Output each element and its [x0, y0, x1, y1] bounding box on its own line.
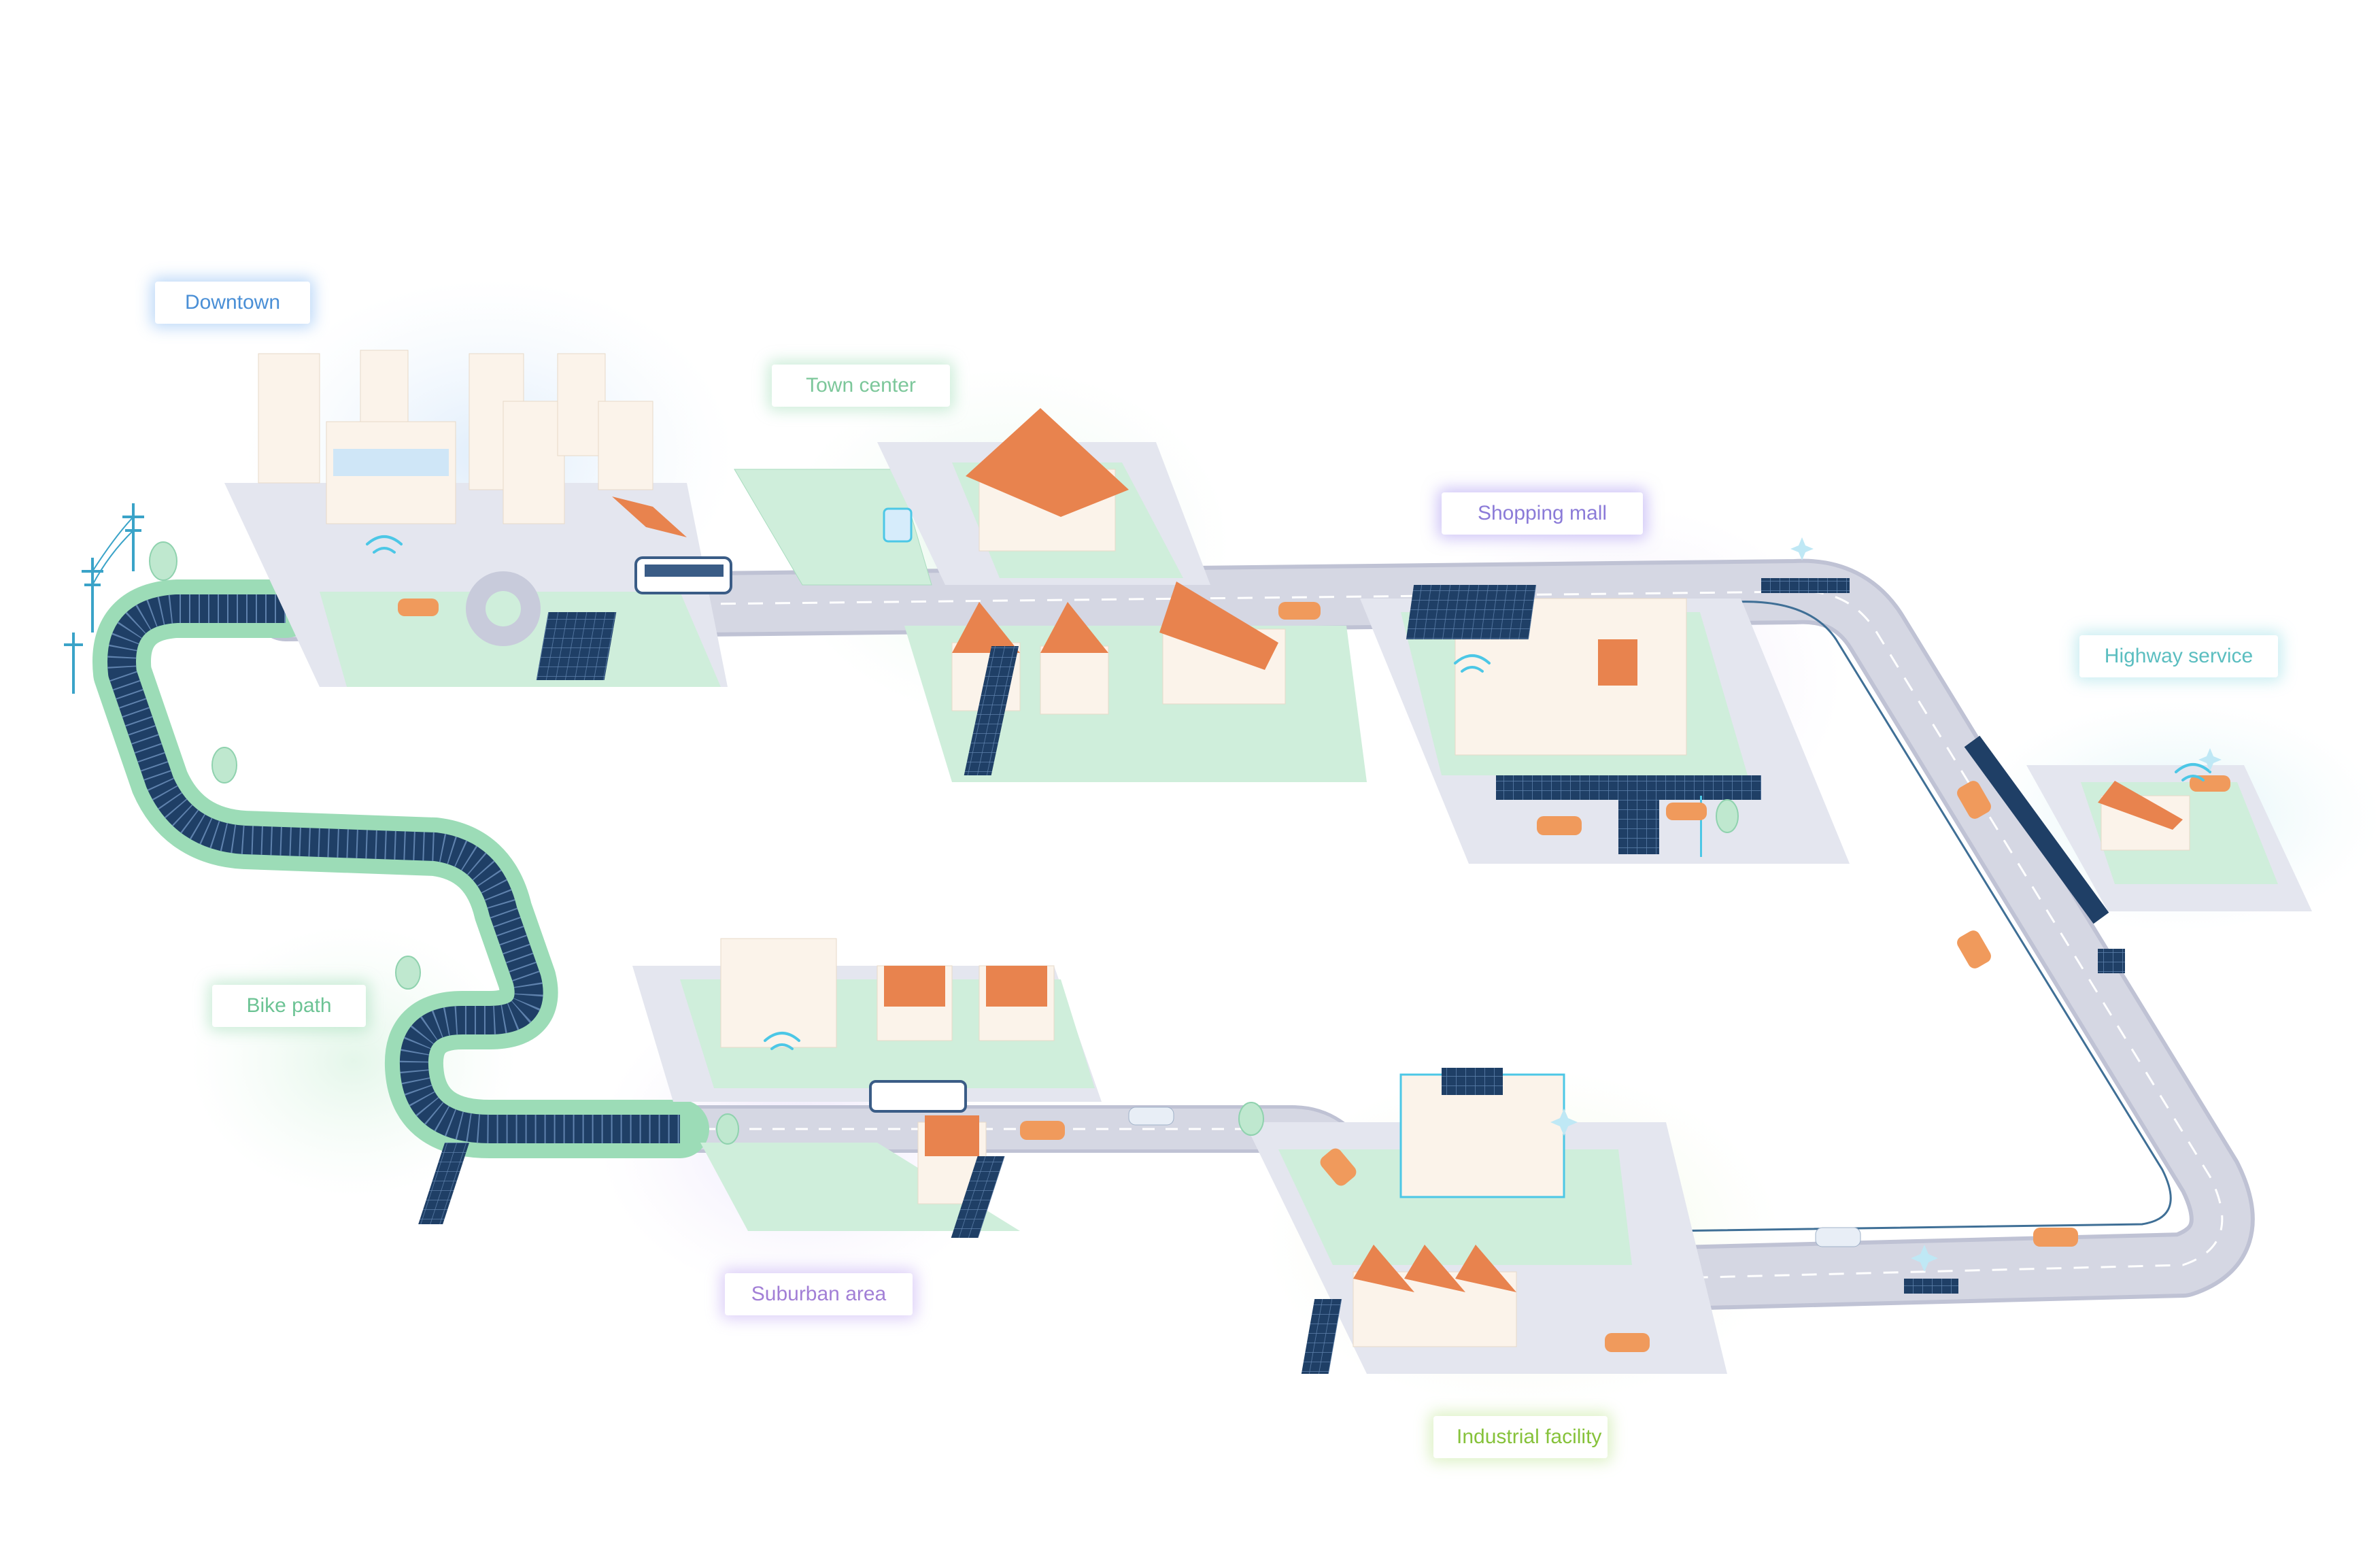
downtown-block	[224, 350, 732, 687]
bike-path	[92, 579, 709, 1158]
power-pylon-icon	[64, 503, 144, 694]
house-icon	[2098, 781, 2190, 851]
label-industrial-facility: Industrial facility	[1433, 1416, 1608, 1458]
label-bike-path: Bike path	[212, 985, 366, 1027]
house-icon	[1353, 1245, 1517, 1347]
building-icon	[1406, 585, 1687, 756]
building-icon	[720, 938, 1055, 1048]
house-icon	[966, 408, 1129, 552]
building-icon	[258, 350, 653, 524]
sparkle-icon	[1550, 537, 2222, 1272]
highway-service-block	[1964, 735, 2312, 973]
industrial-facility-block	[951, 1068, 1958, 1374]
bus-icon	[869, 1080, 967, 1113]
wifi-icon	[366, 535, 2211, 1050]
label-shopping-mall: Shopping mall	[1442, 492, 1643, 535]
label-downtown: Downtown	[155, 282, 310, 324]
tree-icon	[149, 541, 1739, 1145]
building-icon	[1399, 1068, 1565, 1198]
shopping-mall-block	[1360, 578, 1850, 864]
label-highway-service: Highway service	[2079, 635, 2278, 677]
label-suburban-area: Suburban area	[725, 1273, 913, 1315]
suburban-area-block	[418, 938, 1102, 1231]
car-icon	[398, 599, 2230, 1352]
label-town-center: Town center	[772, 365, 950, 407]
town-center-block	[734, 408, 1367, 782]
bus-icon	[634, 556, 732, 594]
charging-station-icon	[536, 612, 617, 680]
